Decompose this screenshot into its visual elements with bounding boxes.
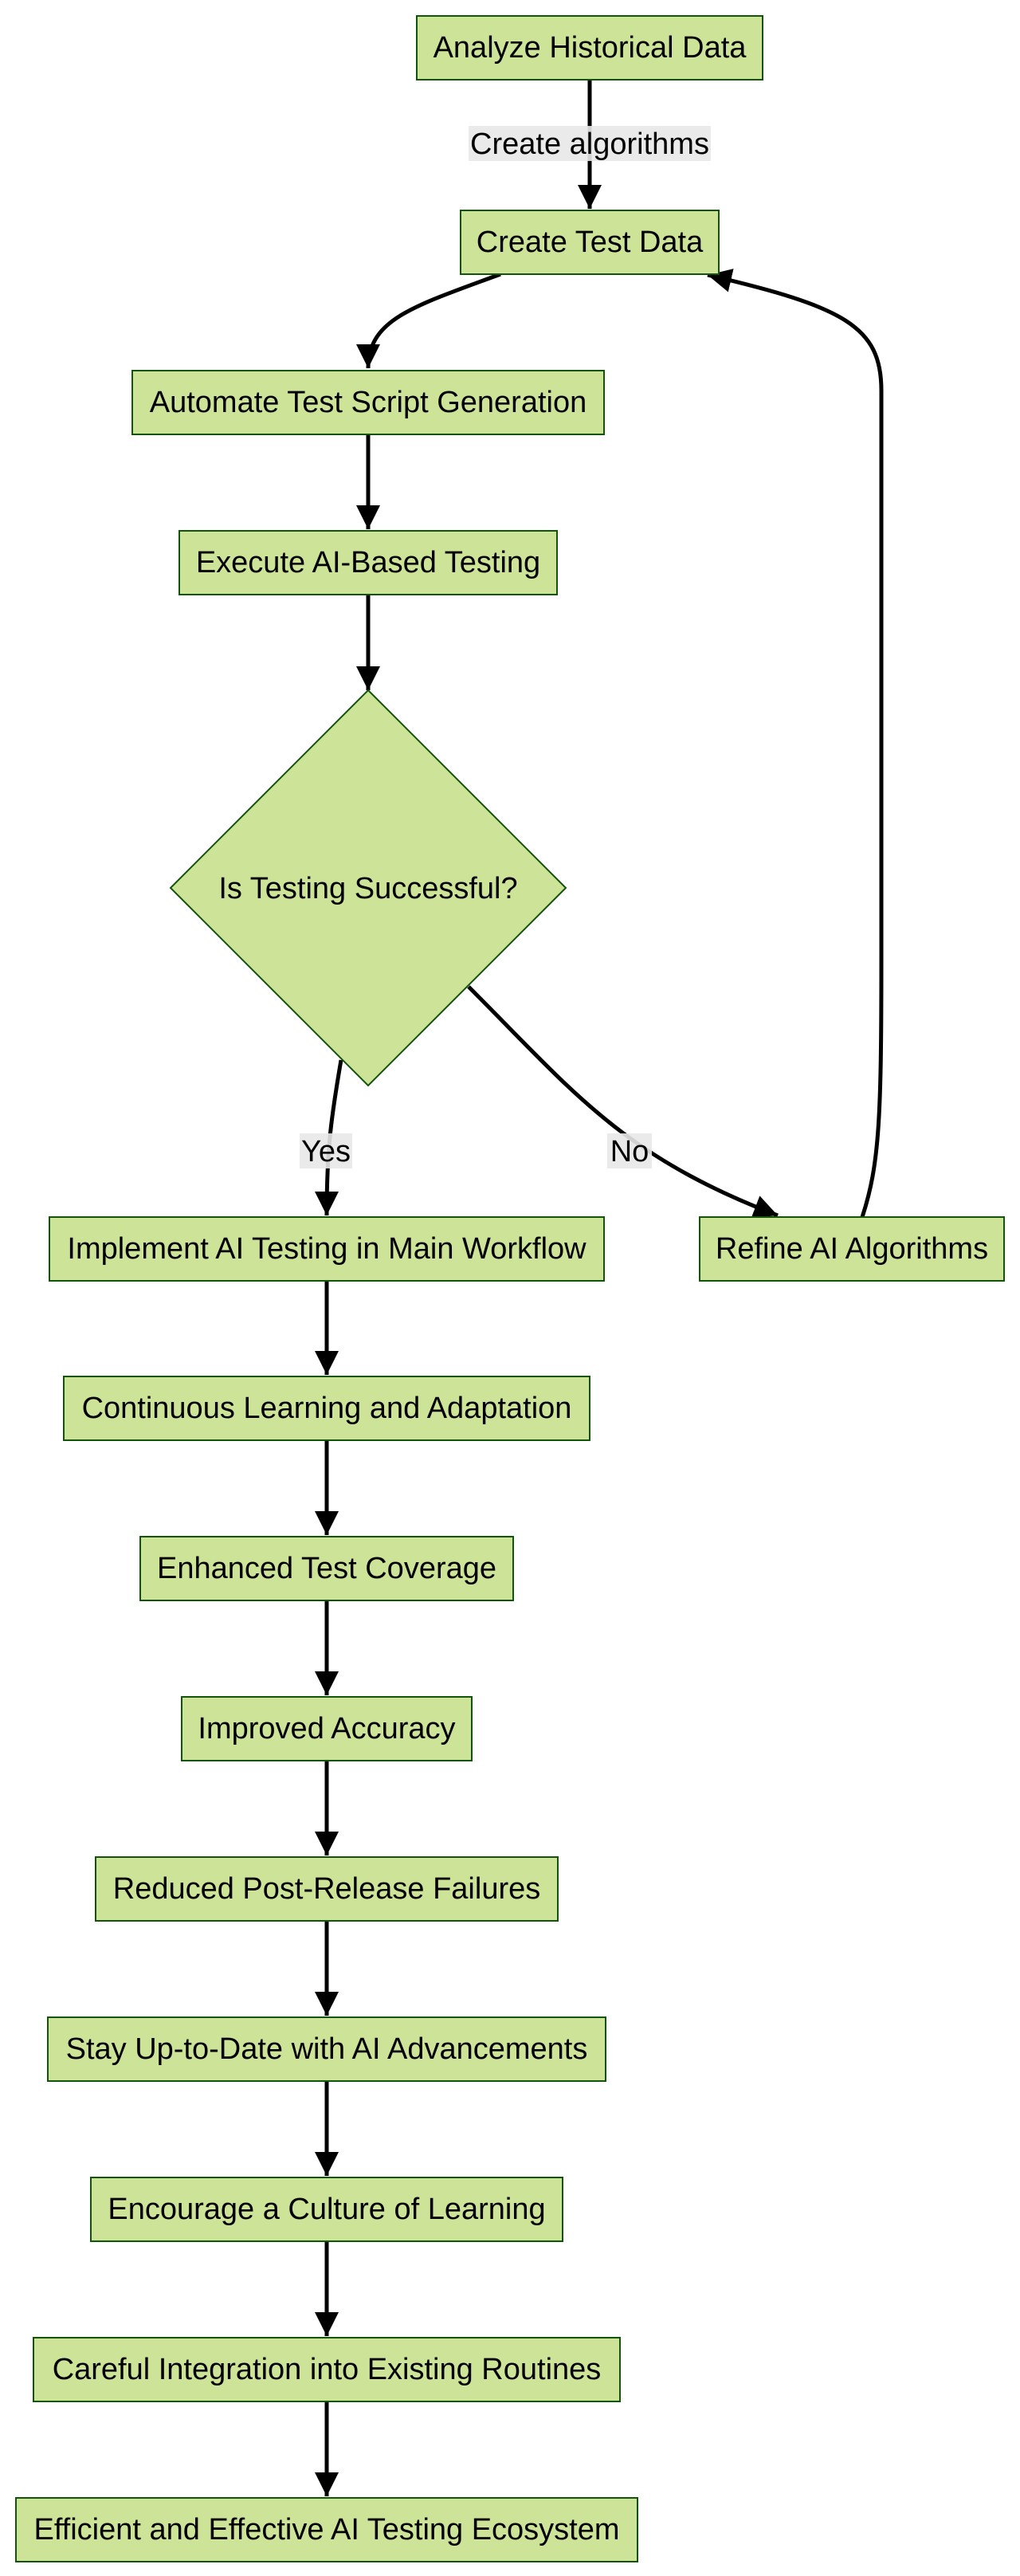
node-analyze-historical-data[interactable]: Analyze Historical Data [416,15,763,80]
node-reduced-post-release-failures-label: Reduced Post-Release Failures [113,1872,541,1906]
node-careful-integration-label: Careful Integration into Existing Routin… [53,2353,602,2386]
node-decision-label: Is Testing Successful? [218,872,517,905]
node-continuous-learning[interactable]: Continuous Learning and Adaptation [63,1376,590,1441]
edges [315,80,884,2496]
edge-label-no-text: No [610,1135,649,1168]
node-create-test-data-label: Create Test Data [477,226,704,259]
node-automate-test-script-generation-label: Automate Test Script Generation [150,386,586,419]
node-implement-ai-testing[interactable]: Implement AI Testing in Main Workflow [49,1216,605,1282]
node-encourage-culture-of-learning-label: Encourage a Culture of Learning [108,2193,545,2226]
edge-label-yes: Yes [300,1133,352,1168]
edge-label-yes-text: Yes [301,1135,351,1168]
node-refine-ai-algorithms[interactable]: Refine AI Algorithms [699,1216,1005,1282]
node-enhanced-test-coverage[interactable]: Enhanced Test Coverage [139,1536,514,1601]
node-efficient-ai-testing-ecosystem-label: Efficient and Effective AI Testing Ecosy… [33,2513,619,2547]
node-analyze-historical-data-label: Analyze Historical Data [434,31,747,65]
node-enhanced-test-coverage-label: Enhanced Test Coverage [157,1552,496,1585]
node-stay-up-to-date[interactable]: Stay Up-to-Date with AI Advancements [47,2016,606,2082]
edge-label-create-algorithms-text: Create algorithms [470,128,709,161]
node-automate-test-script-generation[interactable]: Automate Test Script Generation [131,370,605,435]
edge-refine-to-create-test-data [707,269,884,1218]
edge-label-no: No [607,1133,652,1168]
node-careful-integration[interactable]: Careful Integration into Existing Routin… [33,2337,621,2402]
nodes: Analyze Historical Data Create Test Data… [15,15,1005,2562]
edge-decision-to-implement [315,1059,343,1216]
node-improved-accuracy[interactable]: Improved Accuracy [181,1696,473,1761]
node-continuous-learning-label: Continuous Learning and Adaptation [82,1392,572,1425]
node-decision-is-testing-successful[interactable]: Is Testing Successful? [169,689,567,1087]
node-encourage-culture-of-learning[interactable]: Encourage a Culture of Learning [90,2177,563,2242]
node-reduced-post-release-failures[interactable]: Reduced Post-Release Failures [95,1856,559,1922]
node-execute-ai-based-testing[interactable]: Execute AI-Based Testing [178,530,558,595]
node-create-test-data[interactable]: Create Test Data [460,210,720,275]
node-improved-accuracy-label: Improved Accuracy [198,1712,455,1745]
edge-decision-to-refine [467,985,779,1219]
node-stay-up-to-date-label: Stay Up-to-Date with AI Advancements [66,2032,588,2066]
node-refine-ai-algorithms-label: Refine AI Algorithms [716,1232,988,1266]
edge-labels: Create algorithms Yes No [300,126,711,1168]
node-implement-ai-testing-label: Implement AI Testing in Main Workflow [67,1232,586,1266]
edge-create-test-data-to-automate [356,272,501,369]
node-execute-ai-based-testing-label: Execute AI-Based Testing [196,546,540,579]
edge-label-create-algorithms: Create algorithms [469,126,711,161]
node-efficient-ai-testing-ecosystem[interactable]: Efficient and Effective AI Testing Ecosy… [15,2497,638,2562]
